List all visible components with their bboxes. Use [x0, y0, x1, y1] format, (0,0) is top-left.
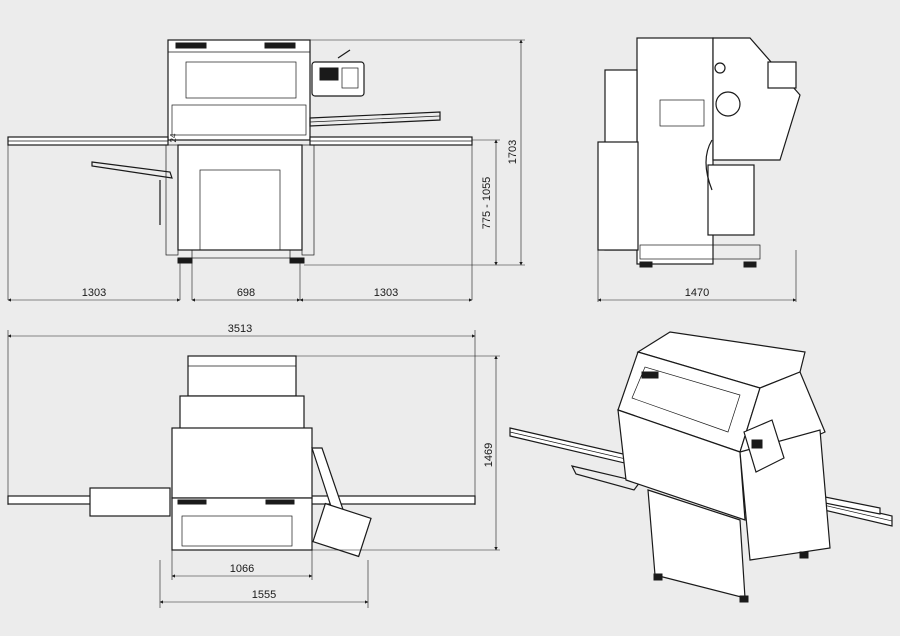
dim-front-right: 1303	[374, 287, 398, 299]
dim-top-outer-width: 1555	[252, 589, 276, 601]
iso-lower-front	[617, 409, 746, 521]
dim-front-height: 1703	[507, 140, 519, 164]
top-housing	[171, 427, 313, 499]
dim-front-left: 1303	[82, 287, 106, 299]
front-housing	[167, 39, 311, 141]
front-rack	[309, 111, 441, 127]
side-hood	[712, 37, 801, 161]
top-control-panel	[312, 502, 372, 558]
front-window	[185, 61, 297, 99]
dim-front-small: 24	[169, 133, 178, 142]
dim-side-width: 1470	[685, 287, 709, 299]
top-view: 3513 1469 1066 1555	[7, 323, 500, 608]
front-support-arm	[91, 161, 173, 179]
front-view: 1303 698 1303 775 - 1055 1703 24	[7, 39, 525, 302]
side-view: 1470	[597, 37, 801, 302]
iso-control-panel	[743, 419, 785, 473]
isometric-view	[509, 331, 893, 603]
dim-front-center: 698	[237, 287, 255, 299]
dim-front-table-height: 775 - 1055	[481, 177, 493, 230]
side-control-panel	[767, 61, 797, 89]
dim-top-inner-width: 1066	[230, 563, 254, 575]
top-hood	[187, 355, 297, 397]
front-lower-frame	[177, 144, 303, 251]
side-main-body	[636, 37, 714, 265]
dim-top-depth: 1469	[483, 443, 495, 467]
front-logo-plate	[175, 42, 207, 49]
side-motor	[707, 164, 755, 236]
dim-top-total-width: 3513	[228, 323, 252, 335]
